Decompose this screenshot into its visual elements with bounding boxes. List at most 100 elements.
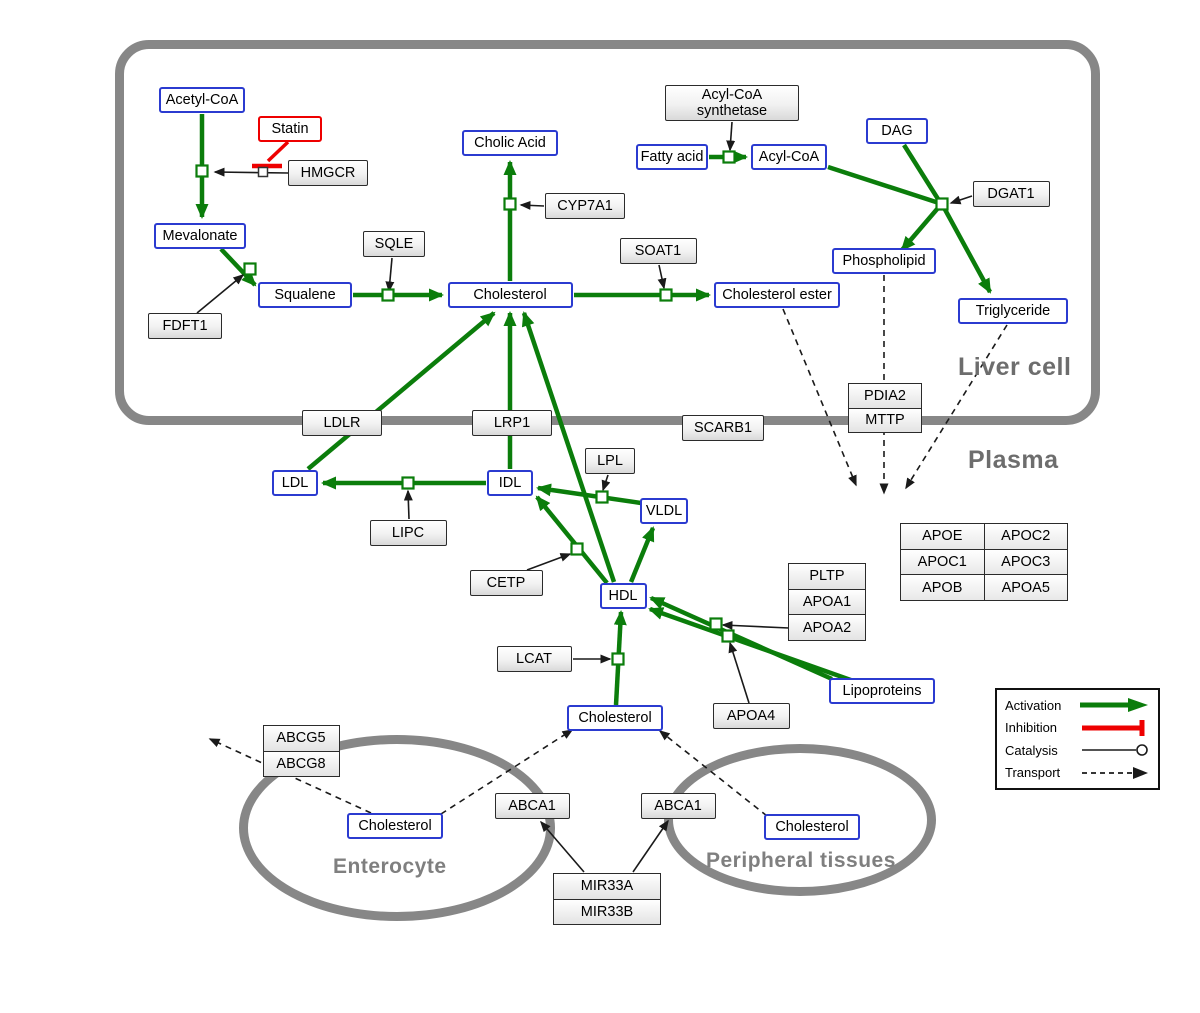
node-triglyceride[interactable]: Triglyceride (958, 298, 1068, 324)
node-apo-table-cell-apoc1[interactable]: APOC1 (901, 549, 984, 575)
catalysis-circle-icon (1082, 744, 1148, 757)
reaction-node-lipoproteins-to-hdl-lower (721, 629, 735, 643)
node-vldl[interactable]: VLDL (640, 498, 688, 524)
node-apo-table-cell-apob[interactable]: APOB (901, 575, 984, 601)
node-ldl[interactable]: LDL (272, 470, 318, 496)
legend-item-activation: Activation (1005, 695, 1150, 715)
edge-hmgcr-catalysis (213, 167, 289, 177)
liver-cell-label: Liver cell (958, 353, 1072, 381)
edge-cholesterylester-secretion (782, 308, 857, 487)
node-acetyl-coa[interactable]: Acetyl-CoA (159, 87, 245, 113)
node-mir33-row-mir33a[interactable]: MIR33A (554, 874, 660, 899)
edge-cyp7a1-catalysis (519, 200, 545, 210)
node-apo-table-cell-apoc2[interactable]: APOC2 (983, 524, 1067, 549)
node-pdia2-mttp-row-mttp[interactable]: MTTP (849, 407, 921, 432)
edge-cetp-catalysis (526, 553, 572, 571)
node-abca1-right[interactable]: ABCA1 (640, 793, 716, 819)
legend-item-inhibition: Inhibition (1005, 718, 1150, 738)
reaction-node-cholesterol-to-cholicacid (503, 197, 517, 211)
reaction-node-hdl-to-idl (570, 542, 584, 556)
edge-mir33-to-abca1-right (632, 819, 669, 873)
reaction-node-squalene-to-cholesterol (381, 288, 395, 302)
node-squalene[interactable]: Squalene (258, 282, 352, 308)
node-fatty-acid[interactable]: Fatty acid (636, 144, 708, 170)
inhibition-tbar-icon (1082, 719, 1145, 736)
node-acyl-coa[interactable]: Acyl-CoA (751, 144, 827, 170)
reaction-node-fattyacid-to-acylcoa (722, 150, 736, 164)
node-apoa4[interactable]: APOA4 (712, 703, 790, 729)
node-hdl[interactable]: HDL (599, 583, 647, 609)
edge-hdl-to-idl (535, 495, 609, 585)
node-mevalonate[interactable]: Mevalonate (154, 223, 246, 249)
node-dgat1[interactable]: DGAT1 (972, 181, 1050, 207)
edge-apoa-catalysis (721, 620, 790, 630)
transport-dashed-arrow-icon (1082, 766, 1148, 779)
node-lipoproteins[interactable]: Lipoproteins (829, 678, 935, 704)
reaction-node-vldl-to-idl (595, 490, 609, 504)
node-ldlr[interactable]: LDLR (302, 410, 382, 436)
legend-item-transport: Transport (1005, 763, 1150, 783)
node-apo-table-cell-apoe[interactable]: APOE (901, 524, 984, 549)
reaction-node-idl-to-ldl (401, 476, 415, 490)
edge-acylcoa-synthetase-catalysis (726, 121, 736, 152)
legend-label-catalysis: Catalysis (1005, 742, 1058, 758)
liver-cell-compartment (115, 40, 1100, 425)
node-statin[interactable]: Statin (258, 116, 322, 142)
node-fdft1[interactable]: FDFT1 (148, 313, 222, 339)
node-pltp-apoa-row-pltp[interactable]: PLTP (789, 564, 865, 589)
node-cholesterol-ester[interactable]: Cholesterol ester (714, 282, 840, 308)
node-cholic-acid[interactable]: Cholic Acid (462, 130, 558, 156)
activation-arrow-icon (1080, 698, 1148, 713)
node-cholesterol-enterocyte[interactable]: Cholesterol (347, 813, 443, 839)
node-dag[interactable]: DAG (866, 118, 928, 144)
edge-lipc-catalysis (403, 489, 413, 520)
node-mir33-row-mir33b[interactable]: MIR33B (554, 898, 660, 924)
node-pltp-apoa-row-apoa2[interactable]: APOA2 (789, 614, 865, 641)
edge-fdft1-catalysis (196, 274, 245, 314)
node-lrp1[interactable]: LRP1 (472, 410, 552, 436)
node-acyl-coa-synthetase[interactable]: Acyl-CoA synthetase (665, 85, 799, 121)
node-cyp7a1[interactable]: CYP7A1 (545, 193, 625, 219)
node-abca1-left[interactable]: ABCA1 (494, 793, 570, 819)
node-pltp-apoa-row-apoa1[interactable]: APOA1 (789, 588, 865, 615)
reaction-node-cholesterolplasma-to-hdl (611, 652, 625, 666)
node-pdia2-mttp-row-pdia2[interactable]: PDIA2 (849, 384, 921, 408)
node-lipc[interactable]: LIPC (369, 520, 447, 546)
edge-lpl-catalysis (601, 474, 611, 492)
node-abcg5-abcg8-row-abcg5[interactable]: ABCG5 (263, 726, 339, 751)
node-phospholipid[interactable]: Phospholipid (832, 248, 936, 274)
node-sqle[interactable]: SQLE (363, 231, 425, 257)
edge-dag-to-junction (902, 143, 940, 201)
node-cetp[interactable]: CETP (469, 570, 543, 596)
node-cholesterol-liver[interactable]: Cholesterol (447, 282, 573, 308)
edge-triglyceride-secretion (905, 324, 1008, 490)
node-abcg5-abcg8-row-abcg8[interactable]: ABCG8 (263, 750, 339, 776)
node-scarb1[interactable]: SCARB1 (682, 415, 764, 441)
reaction-node-hmgcr-catalysis (257, 166, 269, 178)
node-lpl[interactable]: LPL (585, 448, 635, 474)
node-lcat[interactable]: LCAT (496, 646, 572, 672)
node-idl[interactable]: IDL (487, 470, 533, 496)
edge-junction-to-phospholipid (900, 206, 940, 252)
edge-lipoproteins-to-hdl-lower (648, 606, 863, 687)
enterocyte-label: Enterocyte (333, 855, 447, 878)
node-apo-table-cell-apoc3[interactable]: APOC3 (983, 549, 1067, 575)
node-cholesterol-plasma[interactable]: Cholesterol (567, 705, 663, 731)
reaction-node-mevalonate-to-squalene (243, 262, 257, 276)
node-apo-table-cell-apoa5[interactable]: APOA5 (983, 575, 1067, 601)
node-soat1[interactable]: SOAT1 (619, 238, 697, 264)
node-cholesterol-peripheral[interactable]: Cholesterol (764, 814, 860, 840)
legend-label-inhibition: Inhibition (1005, 720, 1058, 736)
reaction-node-lipoproteins-to-hdl-upper (709, 617, 723, 631)
node-hmgcr[interactable]: HMGCR (288, 160, 368, 186)
reaction-node-acylcoa-to-triglyceride (935, 197, 949, 211)
